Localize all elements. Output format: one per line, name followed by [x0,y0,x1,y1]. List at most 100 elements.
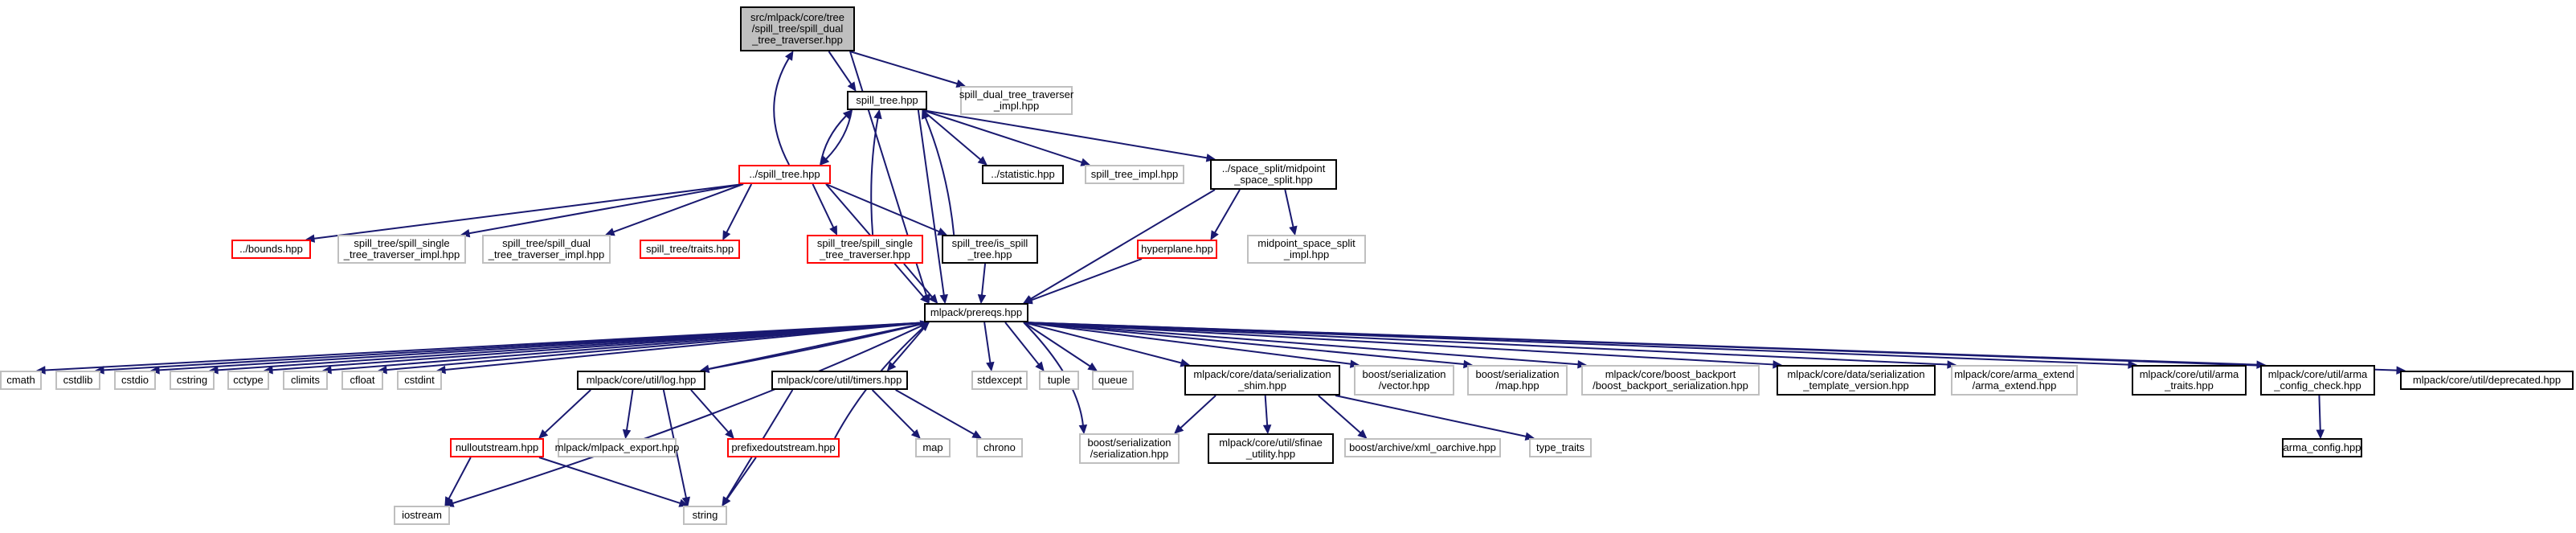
node-label-line: cstring [177,374,207,386]
node-prereqs[interactable]: mlpack/prereqs.hpp [924,303,1028,322]
node-box[interactable] [577,371,705,390]
node-deprecated[interactable]: mlpack/core/util/deprecated.hpp [2400,371,2574,390]
edge-line [983,322,992,363]
node-up-spill-tree[interactable]: ../spill_tree.hpp [738,165,831,184]
edge-line [700,323,922,371]
node-box[interactable] [1137,240,1217,259]
edge-line [1214,189,1241,233]
node-label-line: _tree_traverser.hpp [751,34,843,46]
node-box [0,371,42,390]
node-box[interactable] [1208,433,1334,464]
node-arma-config-check[interactable]: mlpack/core/util/arma_config_check.hpp [2260,365,2375,396]
node-label-line: stdexcept [977,374,1022,386]
node-box[interactable] [231,240,311,259]
node-box[interactable] [1184,365,1340,396]
node-box[interactable] [450,438,544,457]
edge-line [980,263,987,296]
node-label-line: iostream [402,509,442,521]
node-box[interactable] [771,371,908,390]
node-arma-traits[interactable]: mlpack/core/util/arma_traits.hpp [2132,365,2247,396]
edge-line [468,183,744,235]
node-climits: climits [283,371,328,390]
edge-line [917,109,945,296]
node-box [227,371,269,390]
node-box [55,371,100,390]
node-label-line: src/mlpack/core/tree [750,11,844,23]
edge-line [903,263,933,298]
node-label-line: tuple [1048,374,1070,386]
node-statistic[interactable]: ../statistic.hpp [982,165,1064,184]
node-queue: queue [1092,371,1134,390]
node-label-line: boost/archive/xml_oarchive.hpp [1349,441,1496,453]
edge-root-to-dual_impl [849,51,967,88]
node-nullout[interactable]: nulloutstream.hpp [450,438,544,457]
node-label-line: _config_check.hpp [2273,379,2361,392]
edge-arrowhead [444,496,453,507]
edge-arrowhead [1262,424,1272,435]
edge-line [825,109,853,160]
node-box[interactable] [2260,365,2375,396]
node-box[interactable] [738,165,831,184]
node-box [1467,365,1568,396]
node-boost-backport: mlpack/core/boost_backport/boost_backpor… [1581,365,1760,396]
node-spill-tree[interactable]: spill_tree.hpp [847,91,927,110]
node-box[interactable] [807,235,923,264]
node-box[interactable] [942,235,1038,264]
node-sfinae[interactable]: mlpack/core/util/sfinae_utility.hpp [1208,433,1334,464]
edge-line [773,58,790,166]
node-traits[interactable]: spill_tree/traits.hpp [640,240,740,259]
edge-line [1023,322,1182,364]
node-boost-vector: boost/serialization/vector.hpp [1354,365,1454,396]
node-box[interactable] [640,240,740,259]
node-hyperplane[interactable]: hyperplane.hpp [1137,240,1217,259]
edge-arrowhead [1087,362,1098,371]
node-arma-config[interactable]: arma_config.hpp [2282,438,2362,457]
edge-up_spill_tree-to-root [773,50,794,166]
node-box[interactable] [2282,438,2362,457]
node-box[interactable] [1777,365,1936,396]
node-ser-template[interactable]: mlpack/core/data/serialization_template_… [1777,365,1936,396]
node-label-line: _space_split.hpp [1233,174,1313,186]
node-label-line: mlpack/core/data/serialization [1787,368,1924,380]
node-label-line: mlpack/core/arma_extend [1954,368,2075,380]
node-root[interactable]: src/mlpack/core/tree/spill_tree/spill_du… [740,6,855,51]
node-midpoint[interactable]: ../space_split/midpoint_space_split.hpp [1210,159,1337,190]
node-box[interactable] [2132,365,2247,396]
edge-ser_shim-to-boost_ser [1174,395,1216,434]
edge-log-to-export [622,389,634,440]
edge-is_spill-to-prereqs [977,263,987,305]
node-label-line: spill_dual_tree_traverser [959,88,1074,100]
node-ser-shim[interactable]: mlpack/core/data/serialization_shim.hpp [1184,365,1340,396]
node-box[interactable] [1210,159,1337,190]
node-box[interactable] [847,91,927,110]
node-box [1344,438,1501,457]
node-label-line: mlpack/mlpack_export.hpp [555,441,680,453]
node-bounds[interactable]: ../bounds.hpp [231,240,311,259]
node-prefixed[interactable]: prefixedoutstream.hpp [727,438,840,457]
edge-line [444,322,930,371]
edge-line [871,389,915,433]
edge-arrowhead [986,361,995,372]
node-timers[interactable]: mlpack/core/util/timers.hpp [771,371,908,390]
node-is-spill[interactable]: spill_tree/is_spill_tree.hpp [942,235,1038,264]
node-box[interactable] [924,303,1028,322]
node-box[interactable] [727,438,840,457]
node-label-line: mlpack/core/boost_backport [1605,368,1736,380]
edge-arrowhead [977,156,987,166]
node-label-line: _tree.hpp [967,248,1012,260]
node-dual-impl: spill_dual_tree_traverser_impl.hpp [959,86,1074,115]
edge-spill_tree-to-midpoint [922,109,1216,162]
node-label-line: prefixedoutstream.hpp [731,441,835,453]
node-box[interactable] [740,6,855,51]
edge-arrowhead [829,225,838,236]
edge-line [1180,395,1216,428]
node-box[interactable] [982,165,1064,184]
node-box [1092,371,1134,390]
node-log[interactable]: mlpack/core/util/log.hpp [577,371,705,390]
node-cstdint: cstdint [397,371,442,390]
node-iostream: iostream [394,506,450,525]
edge-arrowhead [622,428,632,440]
edge-arrowhead [1357,429,1368,439]
node-box[interactable] [2400,371,2574,390]
node-single-trav[interactable]: spill_tree/spill_single_tree_traverser.h… [807,235,923,264]
